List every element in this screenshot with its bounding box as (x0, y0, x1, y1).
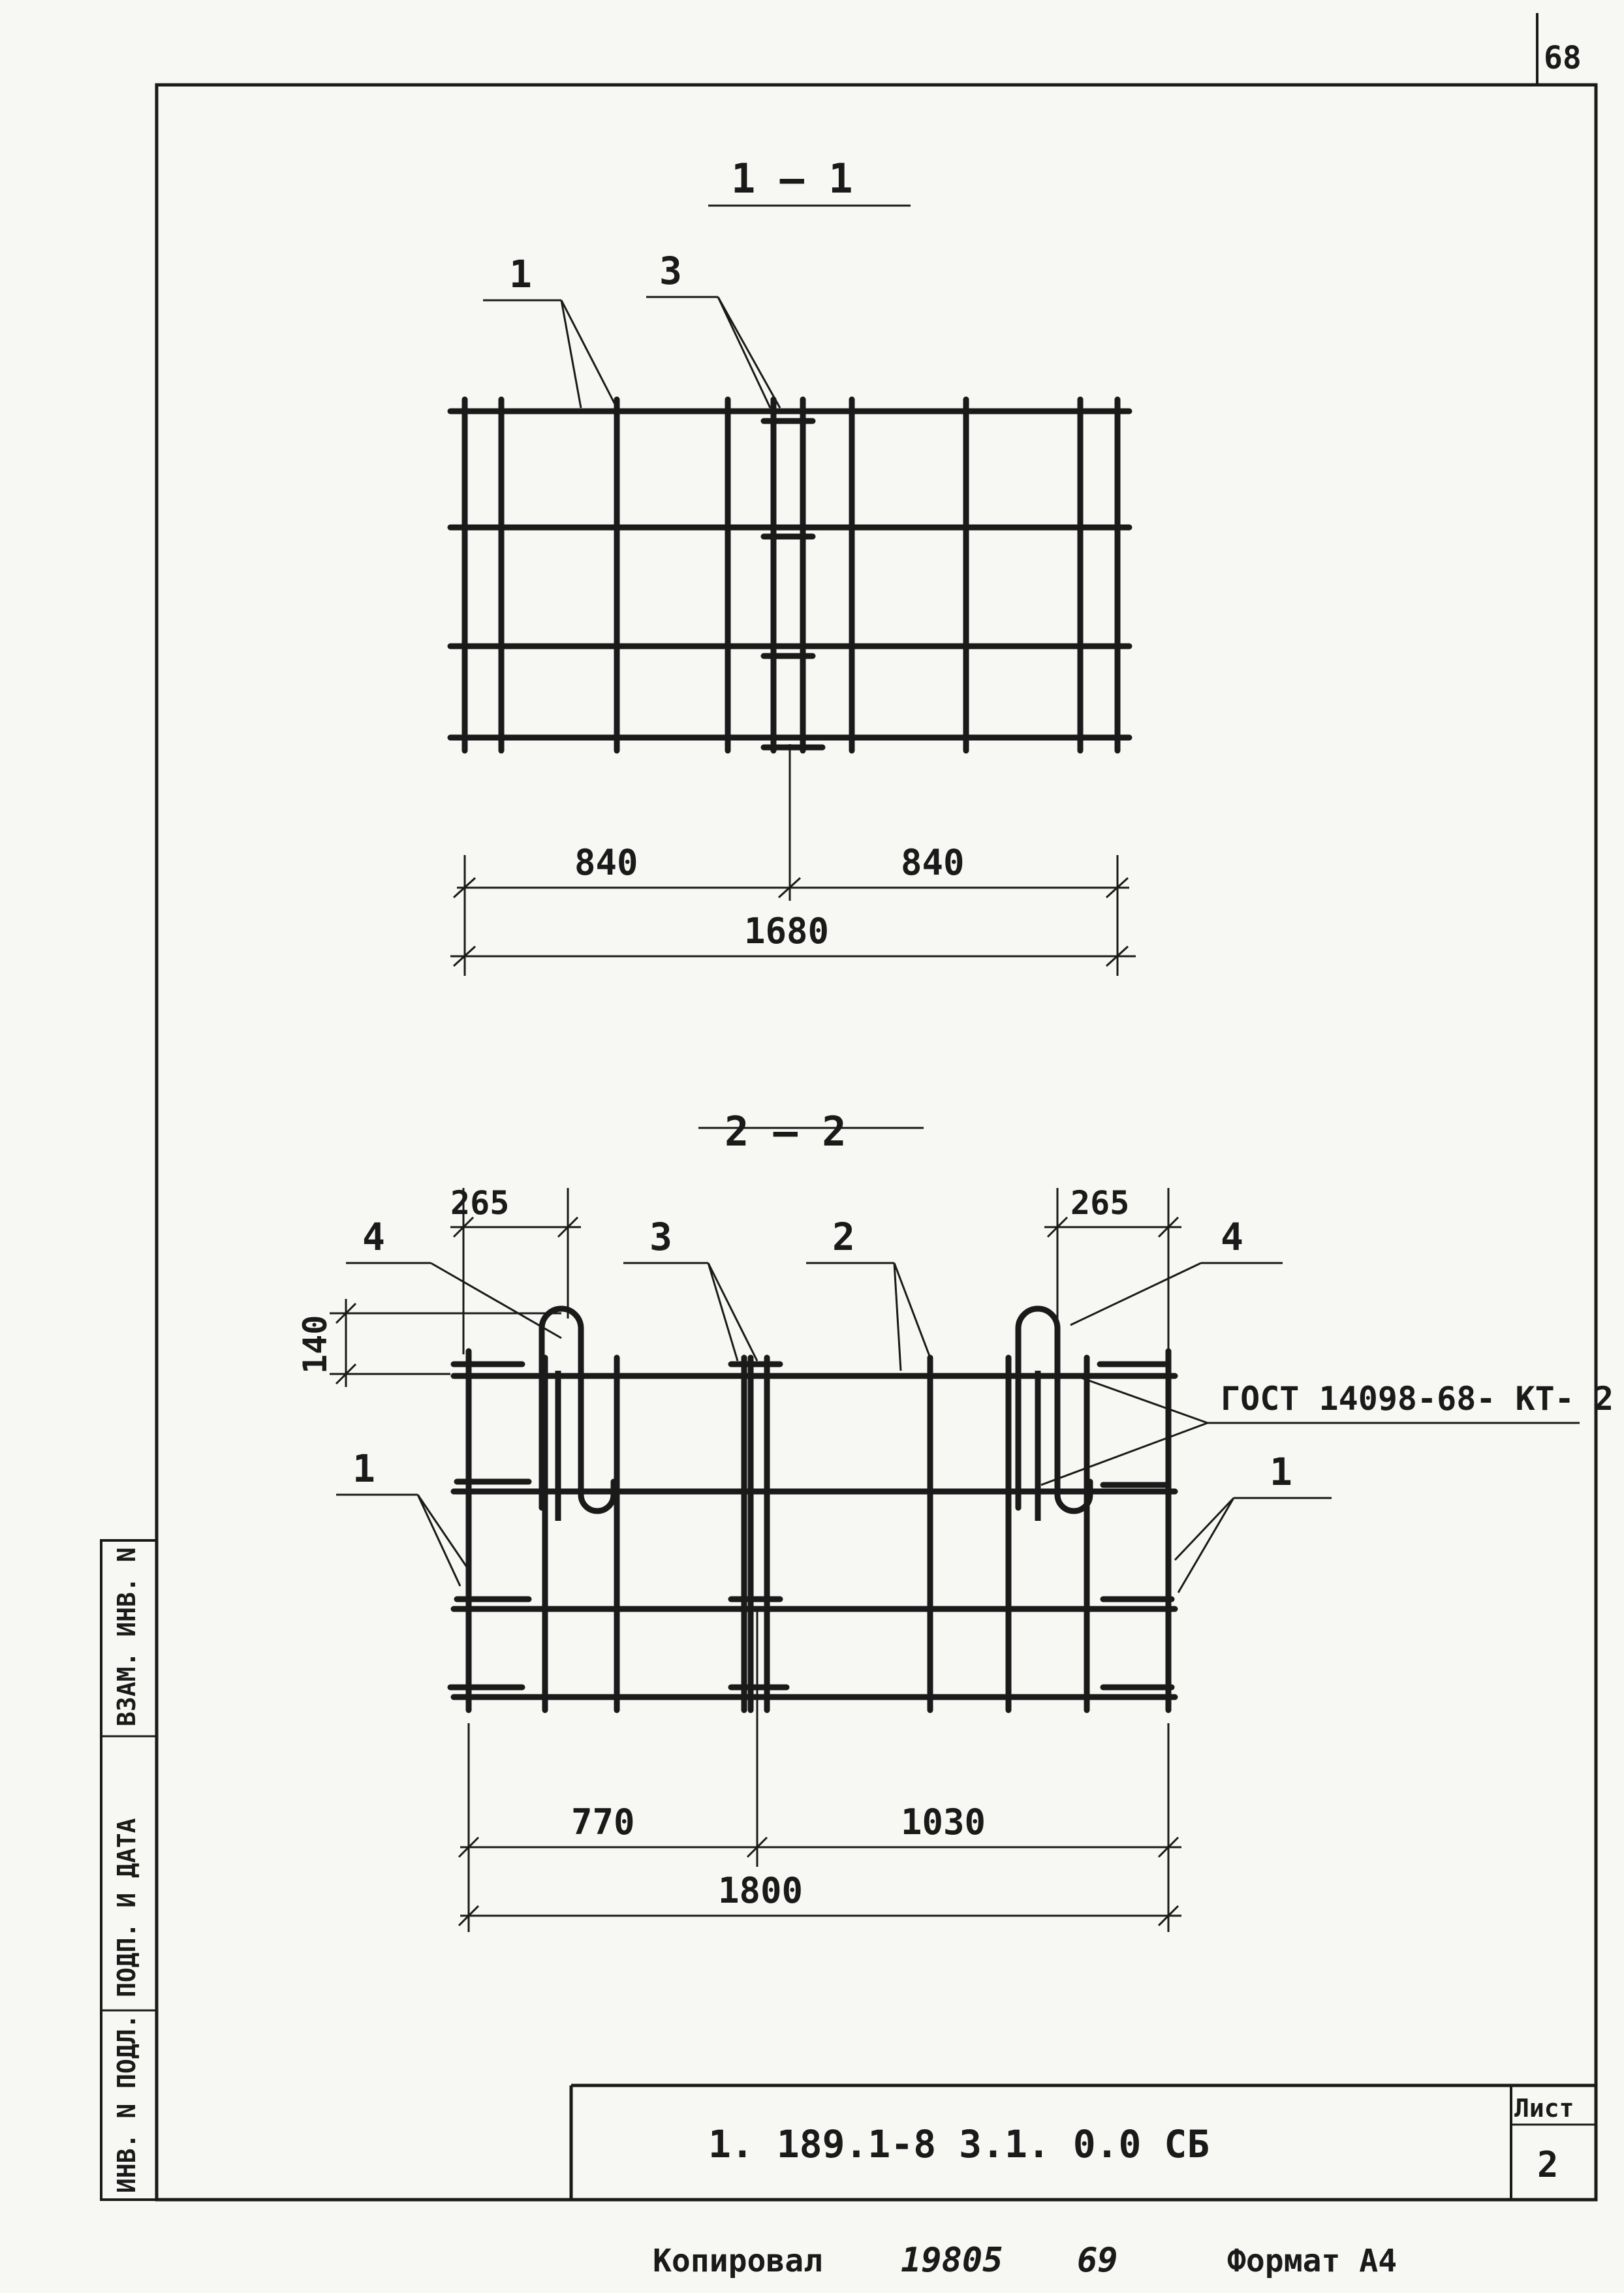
section-1-title: 1 — 1 (731, 155, 853, 202)
dim-1680: 1680 (744, 911, 829, 952)
dim-1030: 1030 (901, 1802, 986, 1843)
dim-770: 770 (571, 1802, 635, 1843)
sheet-label: Лист (1514, 2094, 1574, 2123)
lifting-loop-left (539, 1305, 617, 1514)
section-2-callouts: 4 3 2 4 1 1 ГОСТ 14098-68- КТ- 2 (336, 1215, 1614, 1593)
dim-140: 140 (296, 1315, 334, 1374)
dim-1800: 1800 (718, 1870, 803, 1911)
section-1-dimensions: 840 840 1680 (450, 744, 1136, 976)
stamp-vzam-inv: ВЗАМ. ИНВ. N (112, 1547, 141, 1726)
lifting-loop-right (1015, 1305, 1093, 1514)
dim-265-left: 265 (450, 1184, 509, 1222)
section-2-mesh (447, 1305, 1178, 1713)
drawing-designation: 1. 189.1-8 3.1. 0.0 СБ (708, 2122, 1210, 2166)
title-block: 1. 189.1-8 3.1. 0.0 СБ Лист 2 (569, 2083, 1596, 2200)
callout-3: 3 (649, 1215, 672, 1259)
stamp-podp-data: ПОДП. И ДАТА (112, 1818, 141, 1997)
footer-copied: Копировал (653, 2243, 822, 2279)
sheet-no: 2 (1537, 2144, 1559, 2185)
callout-1-left: 1 (352, 1446, 375, 1491)
footer-format: Формат А4 (1227, 2243, 1397, 2279)
footer: Копировал 19805 69 Формат А4 (653, 2241, 1397, 2280)
sheet-frame (155, 83, 1598, 2202)
gost-weld-note: ГОСТ 14098-68- КТ- 2 (1221, 1380, 1614, 1418)
footer-number: 19805 (901, 2241, 1003, 2280)
callout-4-right: 4 (1221, 1215, 1243, 1259)
callout-1: 1 (509, 252, 532, 296)
section-1-callouts: 1 3 (483, 249, 781, 409)
callout-2: 2 (832, 1215, 855, 1259)
callout-3: 3 (659, 249, 682, 293)
dim-840-right: 840 (901, 842, 965, 883)
sheet-number: 68 (1544, 40, 1582, 76)
section-2-dimensions: 265 265 140 770 1030 1800 (296, 1184, 1181, 1932)
stamp-inv-podl: ИНВ. N ПОДЛ. (112, 2014, 141, 2193)
callout-4-left: 4 (362, 1215, 385, 1259)
dim-840-left: 840 (574, 842, 638, 883)
dim-265-right: 265 (1070, 1184, 1129, 1222)
callout-1-right: 1 (1270, 1450, 1292, 1494)
section-1-mesh (447, 396, 1132, 754)
section-2-title: 2 — 2 (725, 1108, 847, 1155)
footer-year: 69 (1077, 2241, 1118, 2280)
side-stamp (100, 1539, 158, 2201)
